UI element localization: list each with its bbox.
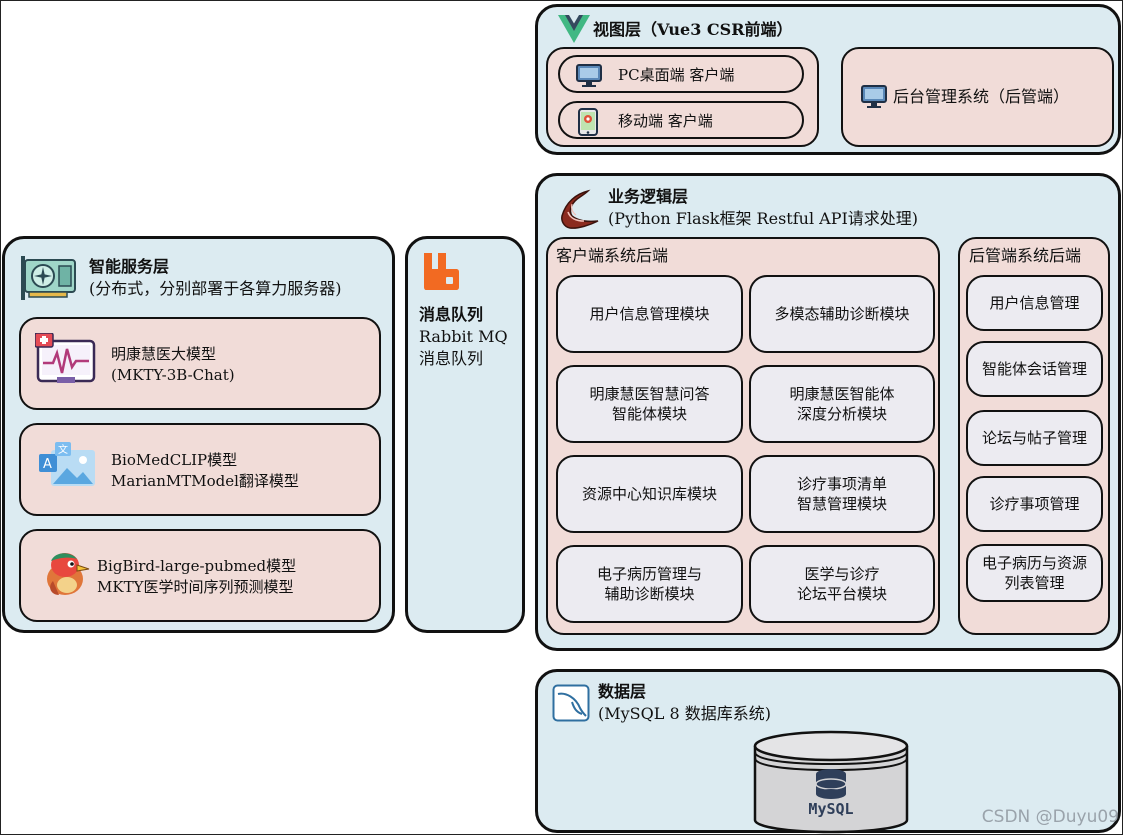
module-knowledge-base: 资源中心知识库模块 — [556, 455, 743, 533]
business-layer-subtitle: (Python Flask框架 Restful API请求处理) — [608, 209, 919, 228]
mobile-client: 移动端 客户端 — [558, 101, 804, 139]
gpu-card-icon — [21, 256, 76, 300]
intelligent-layer-subtitle: (分布式，分别部署于各算力服务器) — [89, 279, 342, 298]
admin-backend-title: 后管端系统后端 — [969, 246, 1082, 265]
admin-module-agent-sessions: 智能体会话管理 — [966, 341, 1103, 397]
flask-horn-icon — [561, 189, 599, 229]
module-line: 列表管理 — [1004, 574, 1065, 592]
module-line: 诊疗事项清单 — [796, 475, 887, 493]
module-line: 多模态辅助诊断模块 — [774, 305, 910, 323]
admin-monitor-icon — [861, 85, 887, 108]
data-layer: 数据层 (MySQL 8 数据库系统) MySQL — [535, 669, 1121, 834]
ecg-monitor-icon — [35, 333, 96, 383]
module-line: 电子病历与资源 — [981, 554, 1087, 572]
mobile-client-label: 移动端 客户端 — [618, 111, 713, 130]
model-bigbird: BigBird-large-pubmed模型 MKTY医学时间序列预测模型 — [19, 529, 381, 622]
client-backend-title: 客户端系统后端 — [556, 246, 669, 265]
admin-system: 后台管理系统（后管端） — [841, 47, 1114, 147]
admin-module-treatment-items: 诊疗事项管理 — [966, 476, 1103, 532]
data-layer-title: 数据层 — [598, 682, 647, 701]
module-line: 智慧管理模块 — [796, 495, 887, 513]
view-layer: 视图层（Vue3 CSR前端） PC桌面端 客户端 移动端 客户端 — [535, 4, 1121, 155]
module-line: 诊疗事项管理 — [989, 495, 1080, 513]
vue-logo-icon — [558, 15, 590, 43]
module-medical-forum: 医学与诊疗论坛平台模块 — [749, 545, 935, 623]
module-emr-diagnosis: 电子病历管理与辅助诊断模块 — [556, 545, 743, 623]
message-queue-layer: 消息队列 Rabbit MQ 消息队列 — [405, 236, 525, 633]
model-biomedclip: A 文 BioMedCLIP模型 MarianMTModel翻译模型 — [19, 423, 381, 516]
model-mkty-llm: 明康慧医大模型 (MKTY-3B-Chat) — [19, 317, 381, 410]
module-multimodal-diagnosis: 多模态辅助诊断模块 — [749, 275, 935, 353]
module-line: 用户信息管理模块 — [589, 305, 710, 323]
model-line: 明康慧医大模型 — [111, 345, 217, 363]
mq-name: Rabbit MQ — [419, 327, 508, 346]
admin-system-label: 后台管理系统（后管端） — [893, 87, 1070, 106]
admin-module-forum-posts: 论坛与帖子管理 — [966, 410, 1103, 466]
module-line: 明康慧医智慧问答 — [589, 385, 710, 403]
rabbitmq-logo-icon — [424, 253, 459, 290]
module-deep-analysis-agent: 明康慧医智能体深度分析模块 — [749, 365, 935, 443]
module-treatment-checklist: 诊疗事项清单智慧管理模块 — [749, 455, 935, 533]
module-line: 资源中心知识库模块 — [581, 485, 717, 503]
mysql-dolphin-icon — [552, 684, 590, 722]
model-line: BioMedCLIP模型 — [111, 451, 238, 469]
mysql-database-icon — [753, 730, 909, 834]
module-line: 智能体模块 — [611, 405, 687, 423]
view-layer-title: 视图层（Vue3 CSR前端） — [593, 20, 793, 39]
module-line: 辅助诊断模块 — [604, 585, 695, 603]
admin-module-emr-resources: 电子病历与资源列表管理 — [966, 544, 1103, 602]
translate-image-icon: A 文 — [39, 442, 95, 486]
bird-icon — [47, 553, 90, 595]
mq-desc: 消息队列 — [419, 349, 484, 368]
module-line: 论坛与帖子管理 — [981, 429, 1087, 447]
svg-text:文: 文 — [58, 443, 68, 456]
client-group: PC桌面端 客户端 移动端 客户端 — [546, 47, 819, 147]
model-line: BigBird-large-pubmed模型 — [97, 557, 297, 575]
module-line: 明康慧医智能体 — [789, 385, 895, 403]
module-line: 电子病历管理与 — [596, 565, 702, 583]
data-layer-subtitle: (MySQL 8 数据库系统) — [598, 704, 771, 723]
module-smart-qa-agent: 明康慧医智慧问答智能体模块 — [556, 365, 743, 443]
module-line: 医学与诊疗 — [804, 565, 880, 583]
module-line: 智能体会话管理 — [981, 360, 1087, 378]
admin-module-user-info: 用户信息管理 — [966, 275, 1103, 331]
svg-text:A: A — [43, 457, 52, 472]
mq-title: 消息队列 — [419, 305, 484, 324]
module-line: 论坛平台模块 — [796, 585, 887, 603]
module-user-info: 用户信息管理模块 — [556, 275, 743, 353]
admin-backend-group: 后管端系统后端 用户信息管理 智能体会话管理 论坛与帖子管理 诊疗事项管理 电子… — [958, 237, 1110, 635]
model-line: MKTY医学时间序列预测模型 — [97, 578, 294, 596]
pc-client: PC桌面端 客户端 — [558, 55, 804, 93]
business-layer-title: 业务逻辑层 — [608, 187, 689, 206]
module-line: 用户信息管理 — [989, 294, 1080, 312]
mysql-label: MySQL — [808, 800, 854, 818]
model-line: (MKTY-3B-Chat) — [111, 366, 235, 384]
intelligent-service-layer: 智能服务层 (分布式，分别部署于各算力服务器) 明康慧医大模型 (MKTY-3B… — [2, 236, 395, 633]
client-backend-group: 客户端系统后端 用户信息管理模块 多模态辅助诊断模块 明康慧医智慧问答智能体模块… — [546, 237, 940, 635]
desktop-monitor-icon — [576, 64, 602, 87]
model-line: MarianMTModel翻译模型 — [111, 472, 299, 490]
business-logic-layer: 业务逻辑层 (Python Flask框架 Restful API请求处理) 客… — [535, 173, 1121, 651]
mobile-phone-icon — [578, 108, 598, 136]
module-line: 深度分析模块 — [796, 405, 887, 423]
csdn-watermark: CSDN @Duyu09 — [981, 807, 1119, 827]
intelligent-layer-title: 智能服务层 — [89, 257, 170, 276]
pc-client-label: PC桌面端 客户端 — [618, 65, 735, 84]
